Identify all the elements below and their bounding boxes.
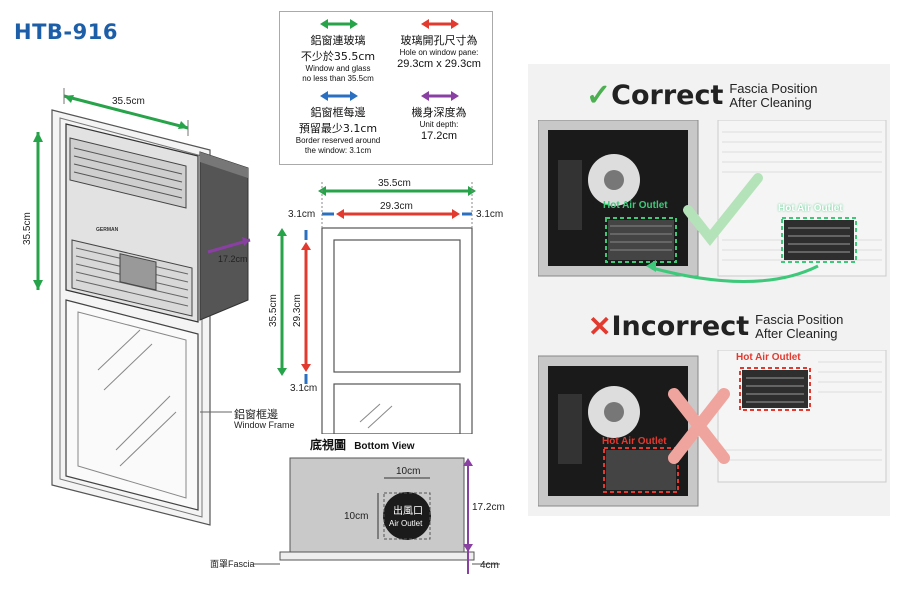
bottom-depth-label: 17.2cm — [472, 502, 505, 513]
purple-arrow-icon — [421, 91, 459, 101]
correct-photos — [538, 120, 887, 283]
large-check-icon — [683, 173, 763, 247]
correct-header: ✓ Correct Fascia Position After Cleaning — [586, 78, 818, 113]
bottom-view-title-zh: 底視圖 — [310, 438, 347, 452]
fascia-depth-label: 4cm — [480, 560, 499, 571]
outlet-height-label: 10cm — [344, 511, 368, 522]
window-frame-label-en: Window Frame — [234, 420, 295, 430]
legend-glass-zh: 鋁窗連玻璃 — [310, 34, 366, 47]
legend-depth-en: Unit depth: — [419, 120, 459, 129]
incorrect-outlet-right: Hot Air Outlet — [736, 352, 801, 363]
front-border-bottom-label: 3.1cm — [290, 383, 317, 394]
depth-label: 17.2cm — [218, 254, 248, 264]
large-cross-icon — [668, 388, 730, 464]
dimension-legend: 鋁窗連玻璃 不少於35.5cm Window and glass no less… — [279, 11, 493, 165]
correct-outlet-left: Hot Air Outlet — [603, 200, 668, 211]
incorrect-photos — [538, 350, 887, 507]
correct-sub2: After Cleaning — [729, 94, 812, 110]
front-total-height-label: 35.5cm — [268, 294, 279, 327]
width-label: 35.5cm — [112, 96, 145, 107]
legend-border-zh2: 預留最少3.1cm — [298, 122, 378, 135]
outlet-label-zh: 出風口 — [393, 504, 423, 517]
legend-hole-zh: 玻璃開孔尺寸為 — [400, 34, 478, 47]
bottom-view-title-en: Bottom View — [354, 441, 415, 452]
model-title: HTB-916 — [14, 20, 118, 44]
correct-outlet-right: Hot Air Outlet — [778, 203, 843, 214]
legend-depth-value: 17.2cm — [420, 130, 458, 142]
depth-dimension-line — [207, 238, 251, 254]
air-outlet-circle — [383, 492, 431, 540]
legend-hole-en: Hole on window pane: — [399, 48, 479, 57]
blue-arrow-icon — [320, 91, 358, 101]
bottom-view-drawing: 10cm 10cm 出風口 Air Outlet 17.2cm 4cm 面罩Fa… — [210, 457, 505, 574]
incorrect-sub2: After Cleaning — [755, 325, 838, 341]
legend-border-en2: the window: 3.1cm — [304, 146, 372, 155]
check-icon: ✓ — [586, 79, 612, 112]
window-frame-label-zh: 鋁窗框邊 — [234, 408, 278, 421]
correct-sub1: Fascia Position — [729, 80, 818, 96]
height-label: 35.5cm — [22, 212, 33, 245]
legend-depth-zh: 機身深度為 — [411, 106, 467, 119]
unit-isometric-drawing: 35.5cm 35.5cm GERMAN 17.2cm — [22, 88, 251, 526]
front-border-right-label: 3.1cm — [476, 209, 503, 220]
front-border-left-label: 3.1cm — [288, 209, 315, 220]
incorrect-sub1: Fascia Position — [755, 311, 844, 327]
green-arrow-icon — [320, 19, 358, 29]
front-view-drawing: 35.5cm 29.3cm 3.1cm 3.1cm 35.5cm 29.3cm … — [268, 178, 503, 434]
incorrect-header: ✕ Incorrect Fascia Position After Cleani… — [588, 310, 843, 343]
outlet-width-label: 10cm — [396, 466, 420, 477]
front-hole-width-label: 29.3cm — [380, 201, 413, 212]
legend-hole-value: 29.3cm x 29.3cm — [397, 58, 481, 70]
incorrect-word: Incorrect — [611, 311, 750, 342]
incorrect-outlet-left: Hot Air Outlet — [602, 436, 667, 447]
red-arrow-icon — [421, 19, 459, 29]
width-dimension-line — [63, 94, 189, 130]
front-total-width-label: 35.5cm — [378, 178, 411, 189]
curved-arrow-icon — [651, 264, 819, 283]
legend-glass-en2: no less than 35.5cm — [302, 74, 374, 83]
legend-border-en: Border reserved around — [295, 136, 381, 145]
cross-icon: ✕ — [588, 311, 612, 342]
legend-border-zh: 鋁窗框每邊 — [310, 106, 366, 119]
fascia-label: 面罩Fascia — [210, 559, 255, 569]
legend-glass-zh2: 不少於35.5cm — [300, 50, 376, 63]
correct-word: Correct — [611, 80, 724, 111]
brand-label: GERMAN — [96, 227, 119, 233]
front-hole-height-label: 29.3cm — [292, 294, 303, 327]
legend-glass-en: Window and glass — [305, 64, 371, 73]
outlet-label-en: Air Outlet — [389, 519, 423, 528]
